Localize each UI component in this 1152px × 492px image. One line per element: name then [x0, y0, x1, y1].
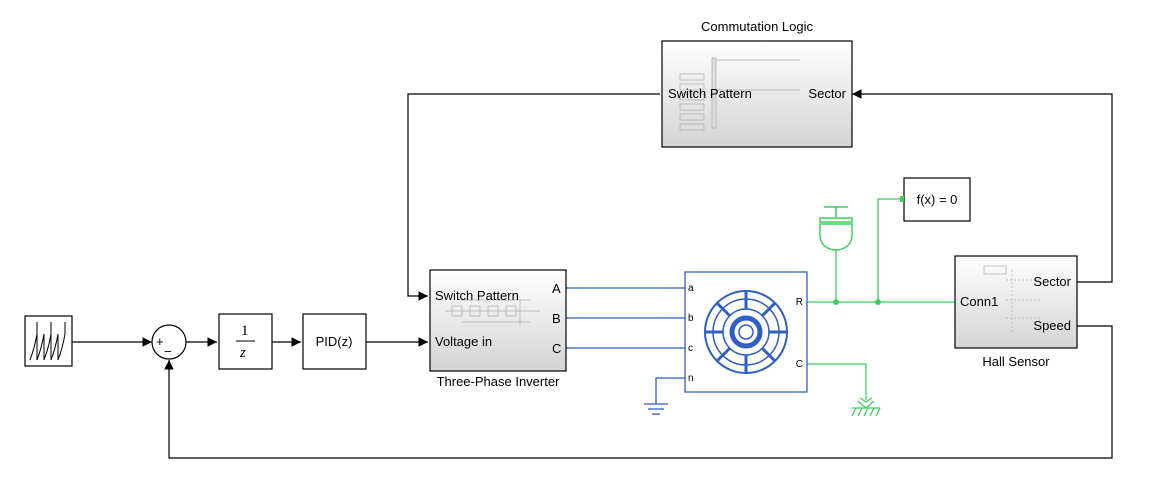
- junction-inertia: [833, 299, 839, 305]
- commutation-logic-title: Commutation Logic: [701, 19, 813, 34]
- sum-minus-sign: −: [164, 344, 172, 359]
- junction-solver: [875, 299, 881, 305]
- inverter-port-b: B: [552, 311, 561, 326]
- inverter-port-c: C: [552, 341, 561, 356]
- commutation-port-sector: Sector: [808, 86, 846, 101]
- electrical-ground-icon[interactable]: [644, 403, 668, 415]
- inverter-port-switch-pattern: Switch Pattern: [435, 288, 519, 303]
- commutation-internal-preview: [679, 57, 800, 131]
- pid-label: PID(z): [316, 334, 353, 349]
- mechanical-reference-icon[interactable]: [851, 397, 881, 417]
- hall-port-speed: Speed: [1033, 318, 1071, 333]
- line-switch-pattern[interactable]: [407, 93, 660, 301]
- inverter-internal-preview: [445, 299, 540, 325]
- wire-to-solver[interactable]: [877, 198, 902, 302]
- delay-numerator: 1: [241, 323, 249, 339]
- pid-controller-block[interactable]: PID(z): [302, 313, 367, 370]
- solver-configuration-block[interactable]: f(x) = 0: [900, 177, 971, 222]
- inverter-port-a: A: [552, 281, 561, 296]
- sawtooth-icon: [29, 322, 66, 361]
- wire-case-reference[interactable]: [807, 363, 867, 400]
- motor-port-a: a: [688, 283, 694, 294]
- delay-denominator: z: [239, 345, 246, 361]
- inverter-title: Three-Phase Inverter: [437, 374, 561, 389]
- inverter-port-voltage-in: Voltage in: [435, 334, 492, 349]
- wire-neutral-ground[interactable]: [655, 377, 685, 404]
- sum-block[interactable]: + −: [151, 324, 187, 360]
- line-speed-feedback[interactable]: [164, 325, 1113, 459]
- line-sector-feedback[interactable]: [852, 89, 1113, 283]
- motor-icon: [704, 290, 788, 374]
- solver-label: f(x) = 0: [917, 192, 958, 207]
- bldc-motor-block[interactable]: a b c n R C: [684, 271, 808, 393]
- repeating-sequence-source[interactable]: [24, 315, 73, 367]
- hall-sensor-title: Hall Sensor: [982, 354, 1050, 369]
- mechanical-lines: [807, 198, 955, 400]
- commutation-port-switch-pattern: Switch Pattern: [668, 86, 752, 101]
- motor-port-c: c: [688, 343, 693, 354]
- motor-port-r: R: [796, 297, 803, 308]
- hall-port-sector: Sector: [1033, 274, 1071, 289]
- motor-port-n: n: [688, 373, 694, 384]
- unit-delay-block[interactable]: 1 z: [218, 313, 273, 370]
- three-phase-inverter-block[interactable]: Switch Pattern Voltage in A B C: [429, 269, 567, 372]
- motor-port-b: b: [688, 313, 694, 324]
- signal-lines: [72, 89, 1113, 459]
- electrical-lines: [566, 287, 685, 404]
- commutation-logic-block[interactable]: Switch Pattern Sector: [661, 40, 853, 148]
- hall-sensor-block[interactable]: Conn1 Sector Speed: [954, 255, 1078, 349]
- motor-port-case: C: [796, 359, 803, 370]
- hall-internal-preview: [983, 265, 1040, 334]
- sum-plus-sign: +: [156, 334, 164, 349]
- inertia-icon[interactable]: [819, 206, 853, 251]
- hall-port-conn1: Conn1: [960, 294, 998, 309]
